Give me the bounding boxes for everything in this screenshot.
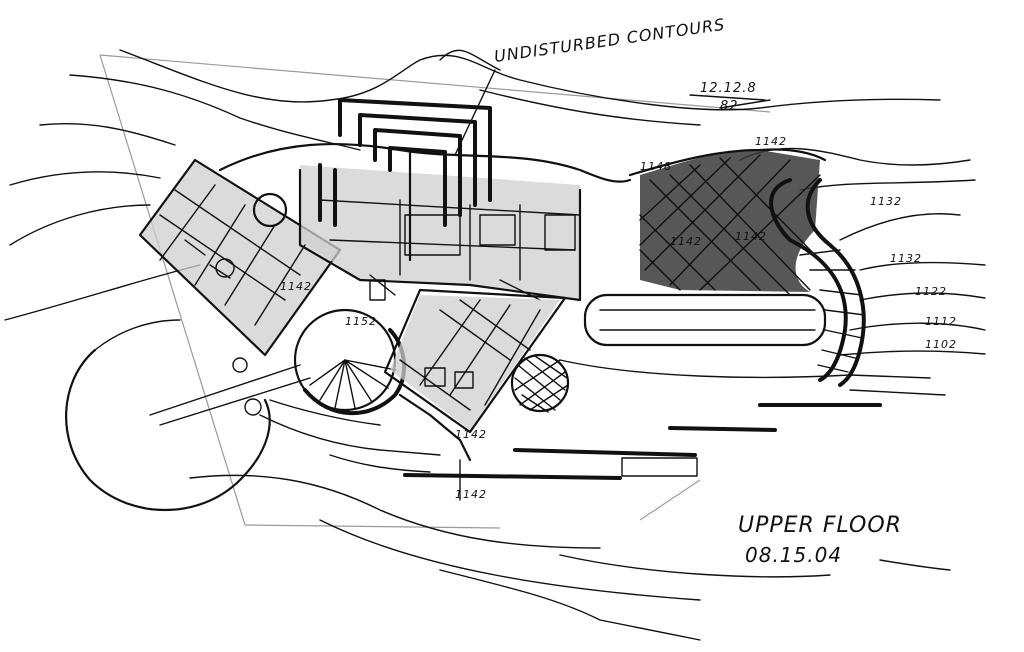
elev-label-6: 1132: [890, 252, 922, 265]
elev-label-13: 1142: [735, 230, 767, 243]
annotations: UNDISTURBED CONTOURS 12.12.8 82 1142 115…: [280, 15, 957, 567]
east-roof: [628, 148, 827, 296]
contour-lines: [4, 49, 986, 641]
central-block: [218, 142, 632, 302]
west-wing: [138, 158, 342, 357]
note-top-right-1: 12.12.8: [700, 81, 757, 96]
roof-bars: [318, 98, 492, 262]
pencil-guidelines: [99, 54, 771, 529]
elev-label-9: 1102: [925, 338, 957, 351]
elev-label-11: 1142: [455, 488, 487, 501]
pool-terrace: [403, 293, 946, 480]
annotation-top: UNDISTURBED CONTOURS: [493, 15, 726, 66]
elev-label-10: 1142: [455, 428, 487, 441]
elev-label-5: 1132: [870, 195, 902, 208]
elev-label-3: 1142: [670, 235, 702, 248]
elev-label-7: 1122: [915, 285, 947, 298]
curved-wall: [769, 178, 866, 387]
elev-label-4: 1142: [755, 135, 787, 148]
sheet-date: 08.15.04: [745, 543, 842, 567]
sheet-title: UPPER FLOOR: [738, 513, 902, 538]
elev-label-1: 1142: [280, 280, 312, 293]
elev-label-2: 1152: [345, 315, 377, 328]
drive-court: [65, 319, 441, 512]
round-bay: [510, 353, 570, 413]
southeast-wing: [383, 288, 567, 501]
elev-label-12: 1148: [640, 160, 672, 173]
elev-label-8: 1112: [925, 315, 957, 328]
